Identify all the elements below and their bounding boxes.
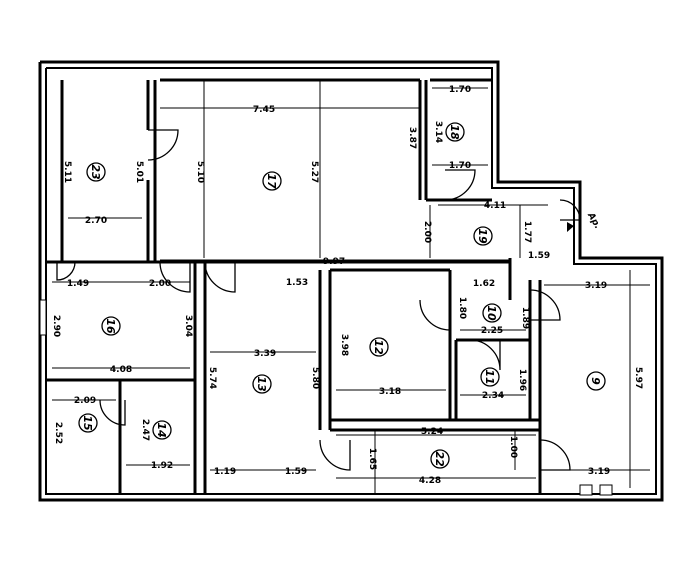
entrance-label: Ap. bbox=[585, 210, 603, 230]
dimension-label: 1.70 bbox=[449, 85, 471, 95]
room-label: 18 bbox=[448, 124, 461, 140]
dimension-label: 5.11 bbox=[62, 161, 72, 183]
dimension-label: 1.77 bbox=[522, 221, 532, 243]
dimension-label: 5.27 bbox=[309, 161, 319, 183]
dimension-label: 1.53 bbox=[286, 278, 308, 288]
room-label: 15 bbox=[81, 415, 94, 431]
dimension-label: 2.00 bbox=[149, 279, 171, 289]
entrance-marker: Ap. bbox=[567, 210, 602, 232]
dimension-label: 1.96 bbox=[517, 369, 527, 391]
dimension-label: 1.19 bbox=[214, 467, 236, 477]
dimension-label: 2.47 bbox=[140, 419, 150, 441]
dimension-label: 3.87 bbox=[407, 127, 417, 149]
dimension-label: 4.28 bbox=[419, 476, 441, 486]
dimension-label: 1.59 bbox=[285, 467, 307, 477]
room-label: 10 bbox=[485, 305, 498, 321]
room-label: 9 bbox=[589, 377, 602, 385]
interior-walls bbox=[46, 78, 542, 494]
room-label: 11 bbox=[483, 369, 496, 384]
dimension-label: 1.49 bbox=[67, 279, 89, 289]
dimension-label: 1.59 bbox=[528, 251, 550, 261]
room-label: 16 bbox=[104, 318, 117, 334]
dimension-label: 5.24 bbox=[421, 427, 443, 437]
door-swings bbox=[56, 129, 581, 471]
dimension-labels: 5.11 5.01 2.70 7.45 5.10 5.27 3.87 1.70 … bbox=[51, 85, 643, 486]
dimension-label: 3.98 bbox=[339, 334, 349, 356]
dimension-label: 2.90 bbox=[51, 315, 61, 337]
room-label: 22 bbox=[433, 451, 446, 467]
room-labels: 23 17 18 19 16 15 14 13 12 10 11 9 22 bbox=[81, 124, 602, 467]
room-label: 12 bbox=[372, 339, 385, 355]
dimension-label: 1.92 bbox=[151, 461, 173, 471]
dimension-label: 5.01 bbox=[134, 161, 144, 183]
dimension-label: 2.00 bbox=[422, 221, 432, 243]
outer-walls bbox=[38, 60, 664, 502]
dimension-label: 2.25 bbox=[481, 326, 503, 336]
room-label: 19 bbox=[476, 228, 489, 244]
dimension-label: 5.74 bbox=[207, 367, 217, 389]
room-label: 13 bbox=[255, 376, 268, 392]
dimension-label: 3.18 bbox=[379, 387, 401, 397]
dimension-label: 2.70 bbox=[85, 216, 107, 226]
dimension-label: 1.80 bbox=[457, 297, 467, 319]
dimension-label: 5.97 bbox=[633, 367, 643, 389]
entrance-arrow-icon bbox=[567, 222, 574, 232]
dimension-label: 3.19 bbox=[588, 467, 610, 477]
dimension-label: 2.09 bbox=[74, 396, 96, 406]
dimension-label: 2.34 bbox=[482, 391, 504, 401]
dimension-label: 4.08 bbox=[110, 365, 132, 375]
dimension-label: 4.11 bbox=[484, 201, 506, 211]
dimension-label: 3.14 bbox=[433, 121, 443, 143]
room-label: 23 bbox=[89, 164, 102, 180]
dimension-label: 7.45 bbox=[253, 105, 275, 115]
dimension-label: 3.39 bbox=[254, 349, 276, 359]
dimension-label: 5.80 bbox=[310, 367, 320, 389]
dimension-label: 1.00 bbox=[508, 436, 518, 458]
dimension-label: 3.04 bbox=[183, 315, 193, 337]
room-label: 17 bbox=[265, 173, 278, 189]
dimension-label: 3.19 bbox=[585, 281, 607, 291]
dimension-label: 1.89 bbox=[520, 307, 530, 329]
dimension-label: 1.62 bbox=[473, 279, 495, 289]
room-label: 14 bbox=[155, 422, 168, 437]
dimension-label: 9.97 bbox=[323, 257, 345, 267]
dimension-label: 1.70 bbox=[449, 161, 471, 171]
dimension-label: 2.52 bbox=[53, 422, 63, 444]
dimension-lines bbox=[52, 80, 650, 494]
room-circles bbox=[78, 122, 606, 469]
dimension-label: 5.10 bbox=[195, 161, 205, 183]
dimension-label: 1.65 bbox=[367, 448, 377, 470]
